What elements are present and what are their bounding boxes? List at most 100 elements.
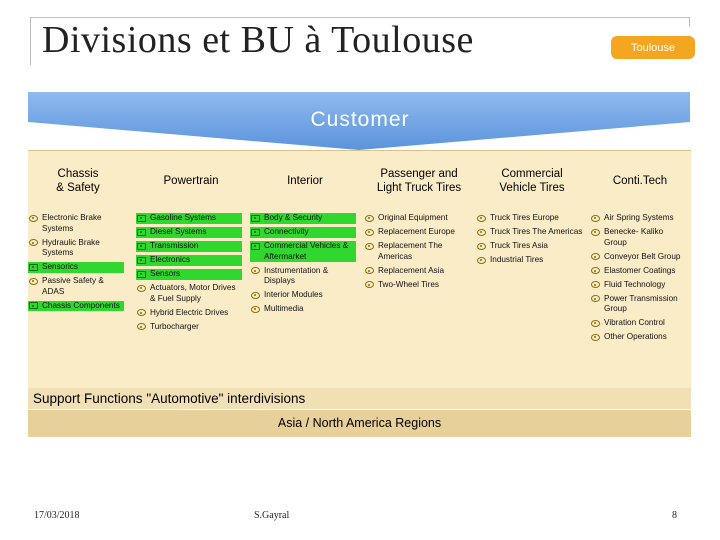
circle-bullet-icon <box>137 309 146 316</box>
business-unit-label: Chassis Components <box>42 300 120 310</box>
business-unit-label: Elastomer Coatings <box>604 265 676 275</box>
business-unit-label: Body & Security <box>264 213 323 222</box>
business-unit-label: Original Equipment <box>378 213 448 222</box>
business-unit-label: Benecke- Kaliko Group <box>604 227 664 247</box>
business-unit-item: Replacement The Americas <box>364 241 470 262</box>
title-frame-line <box>30 17 31 65</box>
business-unit-item: Replacement Asia <box>364 266 470 277</box>
circle-bullet-icon <box>591 295 600 302</box>
business-unit-label: Fluid Technology <box>604 279 666 289</box>
circle-bullet-icon <box>477 256 486 264</box>
business-unit-item: Gasoline Systems <box>136 213 242 224</box>
business-unit-item: Turbocharger <box>136 322 242 333</box>
business-unit-item: Actuators, Motor Drives & Fuel Supply <box>136 283 242 304</box>
support-functions-bar: Support Functions "Automotive" interdivi… <box>28 388 691 409</box>
circle-bullet-icon <box>365 267 374 274</box>
business-unit-item: Transmission <box>136 241 242 252</box>
circle-bullet-icon <box>137 284 146 292</box>
division-title: Powertrain <box>163 175 219 187</box>
business-unit-item: Other Operations <box>590 332 686 343</box>
business-unit-label: Sensors <box>150 269 181 278</box>
business-unit-item: Air Spring Systems <box>590 213 686 224</box>
business-unit-label: Replacement The Americas <box>378 241 443 261</box>
circle-bullet-icon <box>477 228 486 236</box>
footer-date: 17/03/2018 <box>34 510 80 521</box>
circle-bullet-icon <box>29 277 38 285</box>
circle-bullet-icon <box>365 242 374 250</box>
business-unit-label: Interior Modules <box>264 290 323 299</box>
business-unit-label: Two-Wheel Tires <box>378 279 439 289</box>
circle-bullet-icon <box>251 291 260 299</box>
division-title: Passenger and Light Truck Tires <box>376 168 462 194</box>
title-frame-line <box>689 17 690 27</box>
business-unit-label: Truck Tires Europe <box>490 213 559 222</box>
location-badge: Toulouse <box>611 36 695 59</box>
circle-bullet-icon <box>251 305 260 313</box>
circle-bullet-icon <box>591 228 600 236</box>
business-unit-item: Sensors <box>136 269 242 280</box>
checkbox-bullet-icon <box>137 214 146 222</box>
business-unit-item: Industrial Tires <box>476 255 584 266</box>
business-unit-label: Multimedia <box>264 304 304 313</box>
division-title: Commercial Vehicle Tires <box>499 168 565 194</box>
circle-bullet-icon <box>591 267 600 274</box>
business-unit-label: Vibration Control <box>604 318 665 327</box>
business-unit-label: Conveyor Belt Group <box>604 251 681 261</box>
circle-bullet-icon <box>365 214 374 222</box>
business-unit-item: Replacement Europe <box>364 227 470 238</box>
business-unit-item: Hydraulic Brake Systems <box>28 238 124 259</box>
business-unit-item: Power Transmission Group <box>590 294 686 315</box>
business-unit-item: Body & Security <box>250 213 356 224</box>
business-unit-item: Fluid Technology <box>590 280 686 291</box>
business-unit-item: Interior Modules <box>250 290 356 301</box>
business-unit-label: Electronic Brake Systems <box>42 213 102 233</box>
checkbox-bullet-icon <box>251 214 260 222</box>
checkbox-bullet-icon <box>251 242 260 250</box>
business-unit-label: Truck Tires The Americas <box>490 227 583 236</box>
business-unit-label: Power Transmission Group <box>604 293 678 314</box>
checkbox-bullet-icon <box>29 263 38 271</box>
circle-bullet-icon <box>29 214 38 222</box>
circle-bullet-icon <box>591 214 600 222</box>
circle-bullet-icon <box>137 323 146 330</box>
business-unit-item: Instrumentation & Displays <box>250 266 356 287</box>
business-unit-label: Electronics <box>150 255 191 264</box>
circle-bullet-icon <box>365 228 374 236</box>
business-unit-label: Diesel Systems <box>150 227 207 236</box>
business-unit-label: Hybrid Electric Drives <box>150 307 229 317</box>
business-unit-label: Gasoline Systems <box>150 213 216 222</box>
business-unit-item: Multimedia <box>250 304 356 315</box>
business-unit-label: Turbocharger <box>150 321 199 331</box>
business-unit-item: Connectivity <box>250 227 356 238</box>
checkbox-bullet-icon <box>137 256 146 264</box>
circle-bullet-icon <box>477 214 486 222</box>
business-unit-item: Truck Tires The Americas <box>476 227 584 238</box>
business-unit-label: Other Operations <box>604 332 667 341</box>
business-unit-item: Truck Tires Europe <box>476 213 584 224</box>
business-unit-item: Vibration Control <box>590 318 686 329</box>
circle-bullet-icon <box>591 253 600 260</box>
footer-page-number: 8 <box>672 510 677 521</box>
business-unit-label: Instrumentation & Displays <box>264 265 329 286</box>
circle-bullet-icon <box>251 267 260 274</box>
circle-bullet-icon <box>591 319 600 327</box>
circle-bullet-icon <box>365 281 374 288</box>
circle-bullet-icon <box>591 281 600 288</box>
business-unit-item: Two-Wheel Tires <box>364 280 470 291</box>
checkbox-bullet-icon <box>251 228 260 236</box>
checkbox-bullet-icon <box>137 270 146 278</box>
division-title: Interior <box>287 175 323 187</box>
business-unit-item: Hybrid Electric Drives <box>136 308 242 319</box>
business-unit-label: Sensorics <box>42 262 78 271</box>
division-title: Conti.Tech <box>612 175 668 187</box>
business-unit-item: Chassis Components <box>28 300 124 311</box>
business-unit-label: Hydraulic Brake Systems <box>42 237 100 258</box>
circle-bullet-icon <box>477 242 486 250</box>
business-unit-item: Elastomer Coatings <box>590 266 686 277</box>
footer-author: S.Gayral <box>254 510 290 521</box>
